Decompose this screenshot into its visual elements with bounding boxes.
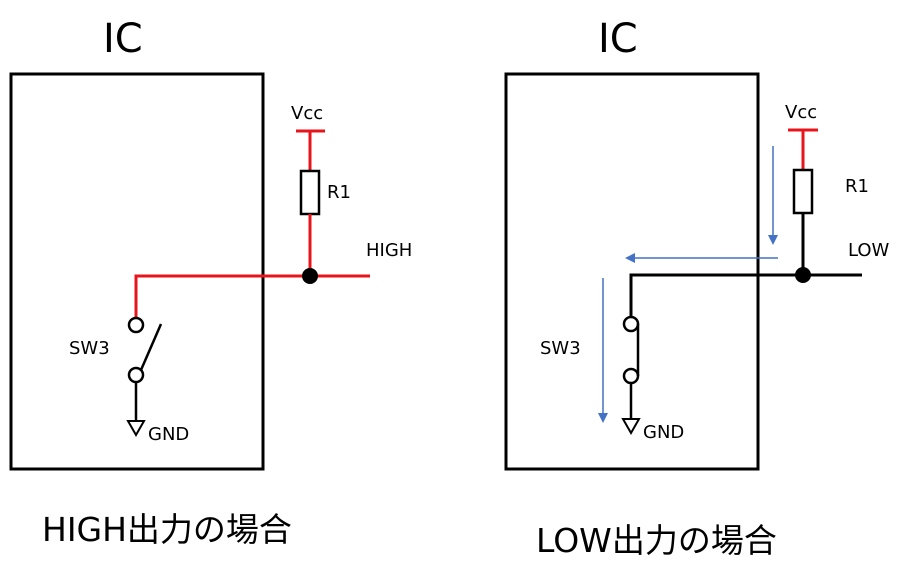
left-junction-dot [302, 268, 318, 284]
right-resistor [792, 168, 814, 215]
left-resistor [299, 169, 321, 216]
left-switch-top-terminal [127, 316, 145, 334]
right-gnd-symbol [621, 418, 641, 436]
right-output-wire [629, 273, 862, 318]
left-gnd-label: GND [148, 424, 189, 445]
right-ic-box [504, 72, 760, 471]
left-vcc-label: Vcc [291, 103, 323, 124]
right-vcc-label: Vcc [785, 102, 817, 123]
right-output-label: LOW [848, 240, 890, 261]
right-circuit: IC Vcc R1 LOW SW3 GND LOW出力の場合 [504, 16, 890, 560]
left-resistor-label: R1 [327, 182, 351, 203]
left-switch-label: SW3 [69, 338, 110, 359]
right-junction-dot [795, 267, 811, 283]
right-gnd-label: GND [643, 422, 684, 443]
right-caption: LOW出力の場合 [536, 521, 777, 560]
right-switch-bottom-terminal [622, 367, 640, 385]
right-resistor-label: R1 [845, 176, 869, 197]
left-gnd-symbol [126, 420, 146, 438]
left-output-wire [134, 274, 370, 318]
right-ic-label: IC [598, 16, 638, 62]
left-output-label: HIGH [366, 240, 412, 261]
left-switch-bottom-terminal [127, 366, 145, 384]
left-caption: HIGH出力の場合 [42, 510, 292, 549]
left-ic-label: IC [103, 16, 143, 62]
right-switch-label: SW3 [540, 338, 581, 359]
left-switch-lever [139, 323, 163, 371]
right-switch-top-terminal [622, 315, 640, 333]
left-circuit: IC Vcc R1 HIGH SW3 GND HIGH出力の場合 [9, 16, 412, 549]
left-ic-box [9, 72, 265, 471]
